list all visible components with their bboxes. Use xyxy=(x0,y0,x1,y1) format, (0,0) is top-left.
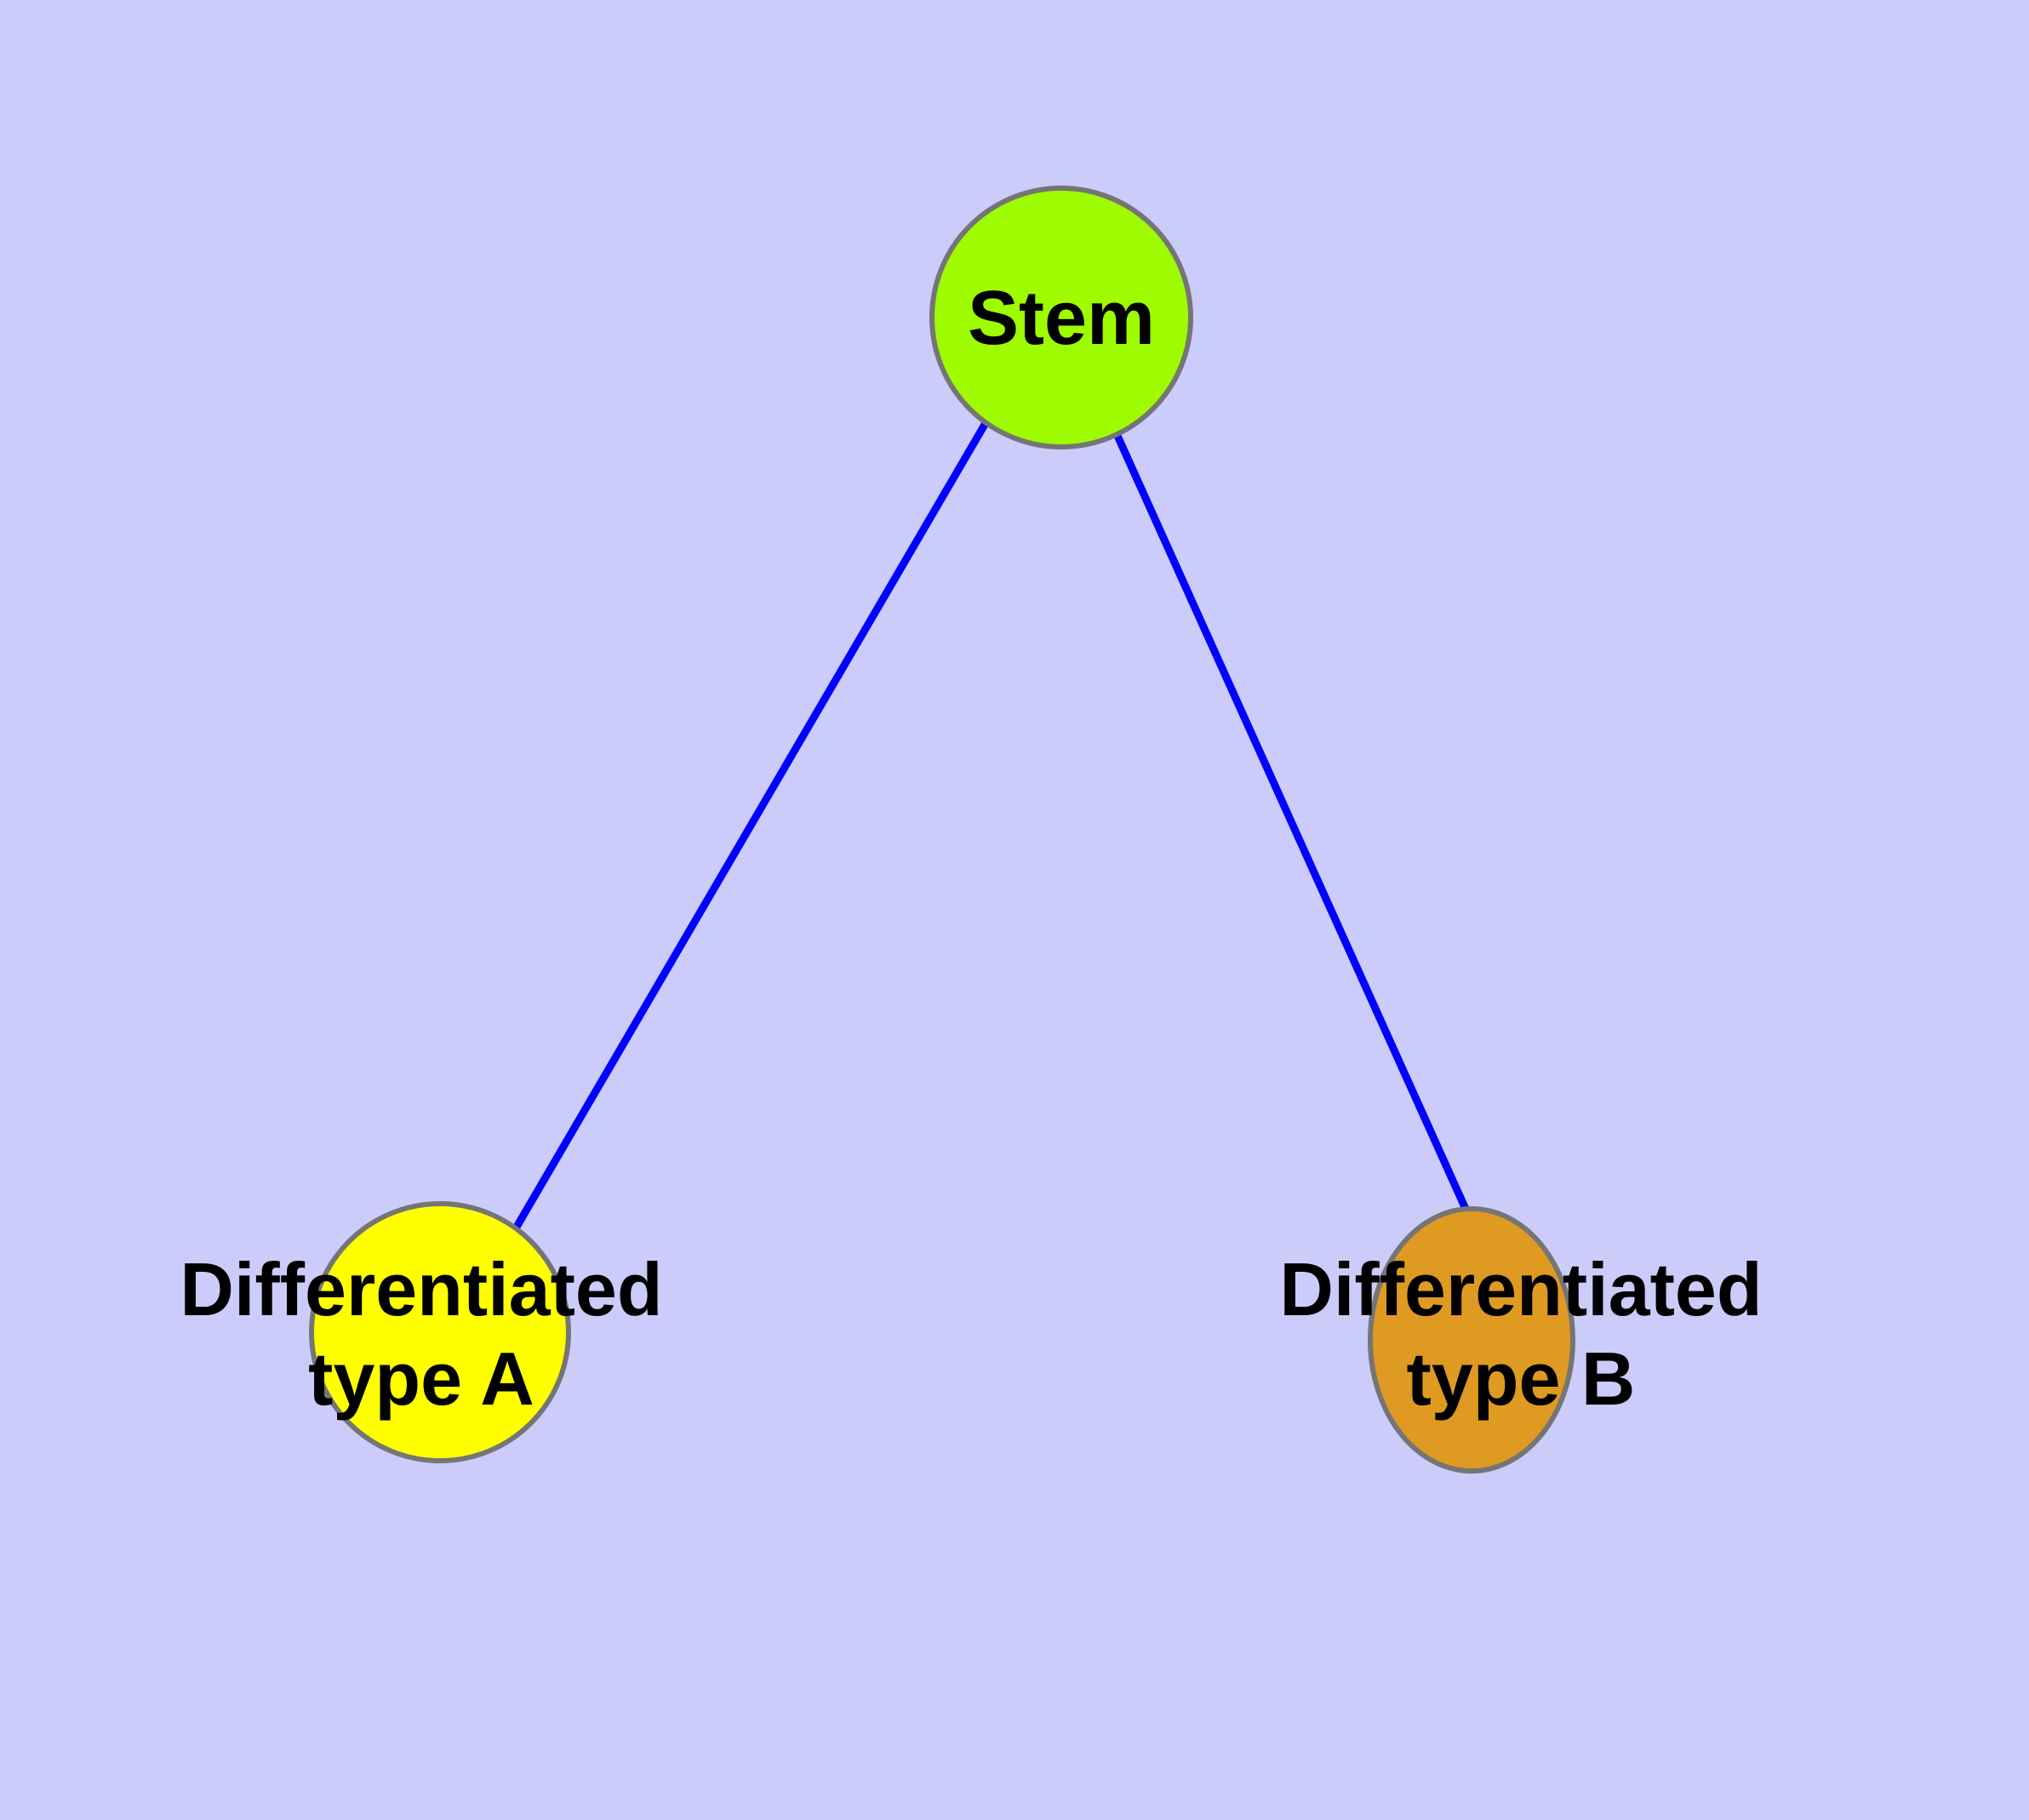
node-label-line: Differentiated xyxy=(1279,1247,1762,1331)
node-stem[interactable] xyxy=(929,186,1193,449)
node-diff_b[interactable] xyxy=(1368,1206,1575,1474)
node-label-line: Stem xyxy=(968,276,1155,361)
node-label-line: Differentiated xyxy=(180,1247,662,1331)
edge-stem-to-diff-b[interactable] xyxy=(1110,426,1473,1218)
node-label-stem: Stem xyxy=(968,276,1155,361)
edge-stem-to-diff-a[interactable] xyxy=(512,421,989,1231)
node-label-line: type A xyxy=(308,1336,534,1421)
nodes-layer xyxy=(309,186,1575,1474)
edges-layer xyxy=(512,421,1473,1231)
node-label-line: type B xyxy=(1407,1336,1636,1421)
node-diff_a[interactable] xyxy=(309,1201,571,1463)
